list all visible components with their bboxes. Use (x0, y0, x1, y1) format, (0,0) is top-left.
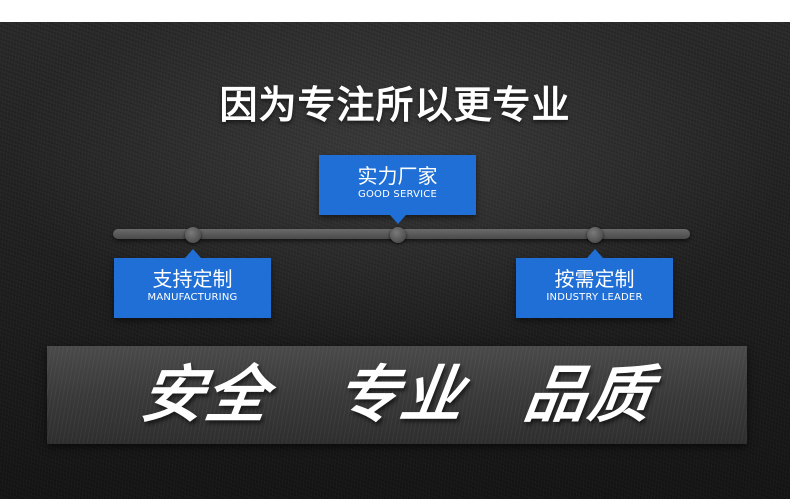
timeline-node-left (185, 227, 201, 243)
slogan-banner: 安全 专业 品质 (47, 346, 747, 444)
card-title: 按需定制 (554, 267, 635, 291)
timeline-node-center (390, 227, 406, 243)
card-title: 支持定制 (152, 267, 233, 291)
timeline-node-right (587, 227, 603, 243)
card-industry-leader: 按需定制 INDUSTRY LEADER (516, 249, 673, 318)
card-manufacturing: 支持定制 MANUFACTURING (114, 249, 271, 318)
card-title: 实力厂家 (357, 164, 438, 188)
card-subtitle: INDUSTRY LEADER (546, 292, 643, 303)
slogan-professional: 专业 (331, 358, 471, 431)
card-subtitle: MANUFACTURING (147, 292, 238, 303)
card-subtitle: GOOD SERVICE (358, 189, 437, 200)
slogan-safety: 安全 (136, 358, 276, 431)
card-good-service: 实力厂家 GOOD SERVICE (319, 155, 476, 224)
headline: 因为专注所以更专业 (219, 83, 571, 127)
slogan-quality: 品质 (519, 358, 659, 431)
